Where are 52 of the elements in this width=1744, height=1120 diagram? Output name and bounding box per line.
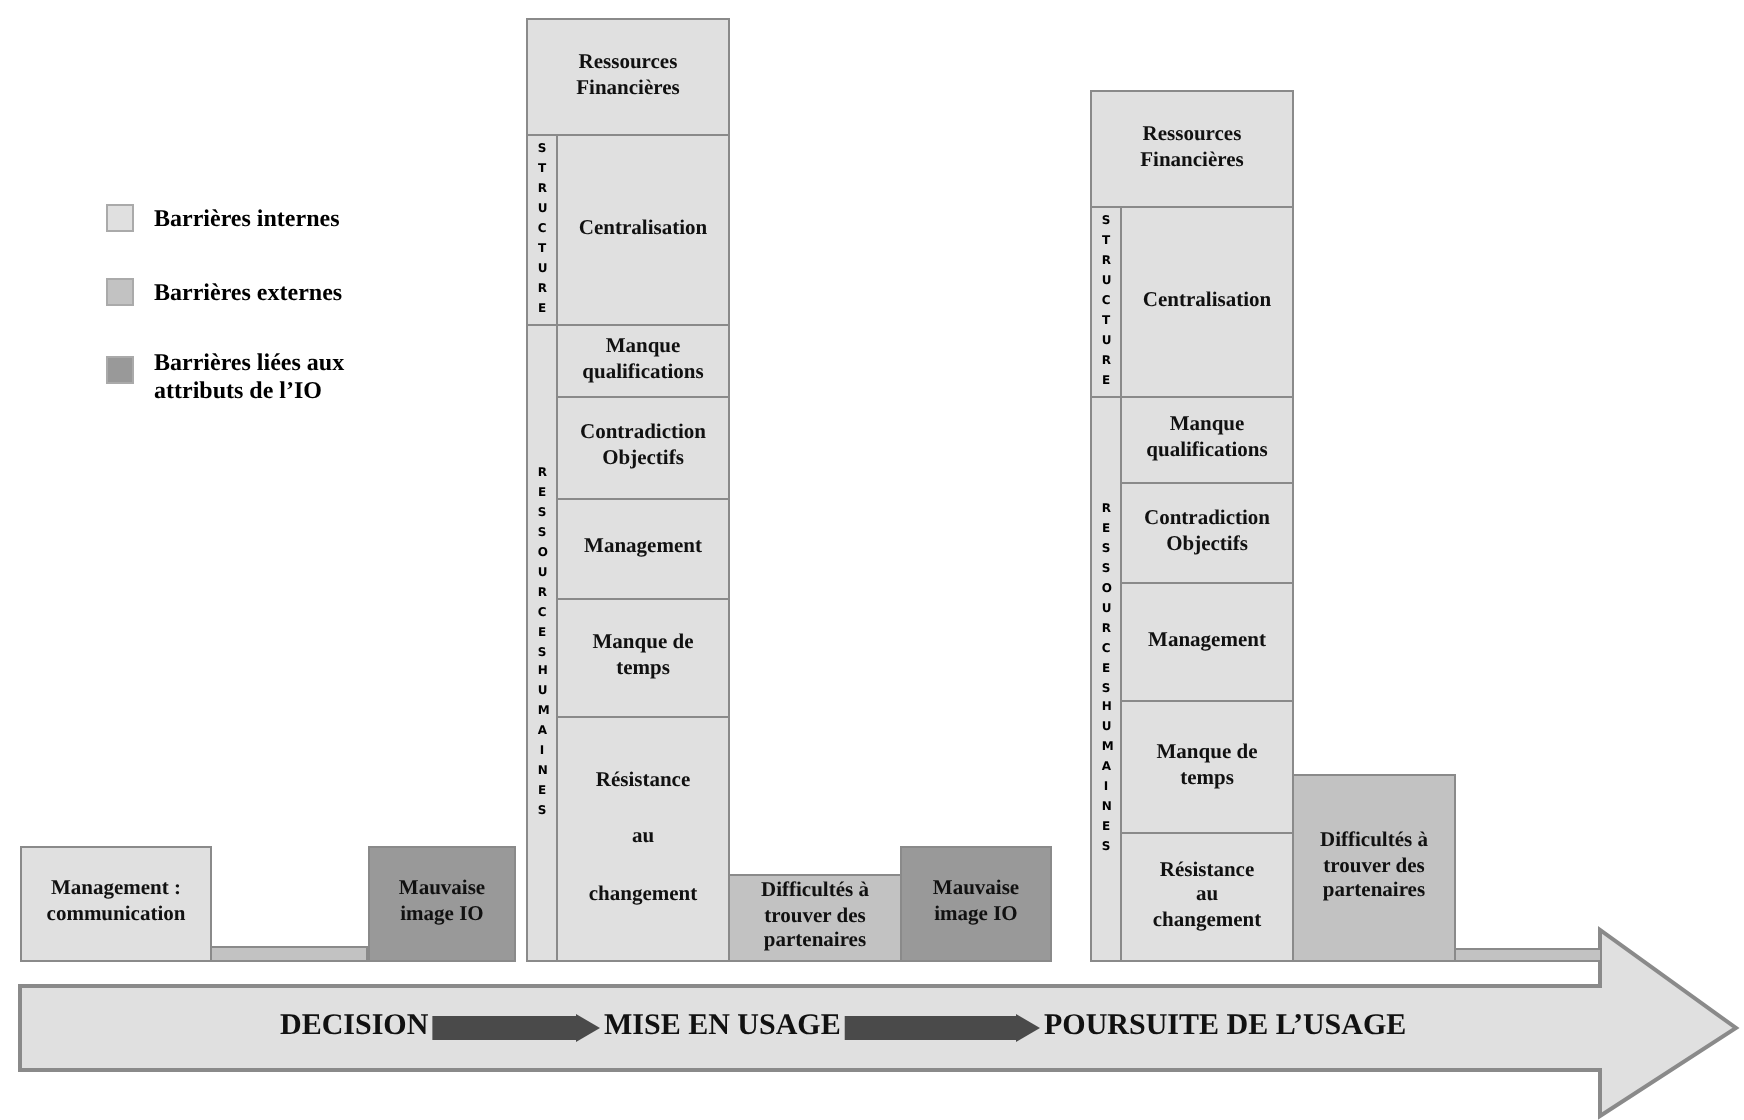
barrier-label: Management : communication <box>44 878 188 930</box>
category-strip <box>526 134 558 326</box>
barrier-box <box>1120 396 1294 484</box>
barrier-box <box>1120 482 1294 584</box>
barrier-bar <box>210 946 368 962</box>
stage-label: DECISION <box>280 1010 429 1044</box>
arrow <box>432 1014 600 1042</box>
barrier-box <box>526 18 730 136</box>
barrier-box <box>728 874 902 962</box>
category-strip <box>1090 206 1122 398</box>
barrier-box <box>556 396 730 500</box>
category-strip <box>1090 396 1122 962</box>
barrier-label: Difficultés à trouver des partenaires <box>759 880 871 956</box>
barrier-label: Résistance au changement <box>586 767 700 910</box>
barrier-label: Management <box>582 536 704 562</box>
barrier-box <box>556 498 730 600</box>
arrow <box>844 1014 1040 1042</box>
barrier-label: Mauvaise image IO <box>930 878 1022 930</box>
legend-label: Barrières externes <box>154 278 345 307</box>
legend-label: Barrières liées aux attributs de l’IO <box>154 348 347 406</box>
barrier-box <box>556 324 730 398</box>
barrier-label: Manque qualifications <box>1144 414 1270 466</box>
barrier-label: Résistance au changement <box>1150 859 1264 935</box>
barrier-box <box>900 846 1052 962</box>
barrier-label: Mauvaise image IO <box>396 878 488 930</box>
barrier-label: Manque de temps <box>1154 741 1260 793</box>
barrier-box <box>20 846 212 962</box>
barrier-label: Centralisation <box>576 217 710 243</box>
barrier-label: Contradiction Objectifs <box>578 422 708 474</box>
legend-label: Barrières internes <box>154 204 342 233</box>
barrier-label: Ressources Financières <box>574 51 682 103</box>
barrier-bar <box>1454 948 1602 962</box>
barrier-label: Contradiction Objectifs <box>1142 507 1272 559</box>
barrier-label: Difficultés à trouver des partenaires <box>1318 830 1430 906</box>
barrier-box <box>1120 700 1294 834</box>
category-strip <box>526 324 558 962</box>
barrier-label: Centralisation <box>1140 289 1274 315</box>
barrier-label: Manque de temps <box>590 632 696 684</box>
barrier-box <box>368 846 516 962</box>
barrier-label: Ressources Financières <box>1138 123 1246 175</box>
barrier-label: Manque qualifications <box>580 335 706 387</box>
barrier-label: Management <box>1146 629 1268 655</box>
barrier-box <box>556 134 730 326</box>
barrier-box <box>1090 90 1294 208</box>
barrier-box <box>1120 832 1294 962</box>
barrier-box <box>556 598 730 718</box>
barrier-box <box>1292 774 1456 962</box>
barrier-box <box>1120 582 1294 702</box>
stage-label: MISE EN USAGE <box>604 1010 841 1044</box>
stage-label: POURSUITE DE L’USAGE <box>1044 1010 1407 1044</box>
barrier-box <box>556 716 730 962</box>
barrier-box <box>1120 206 1294 398</box>
